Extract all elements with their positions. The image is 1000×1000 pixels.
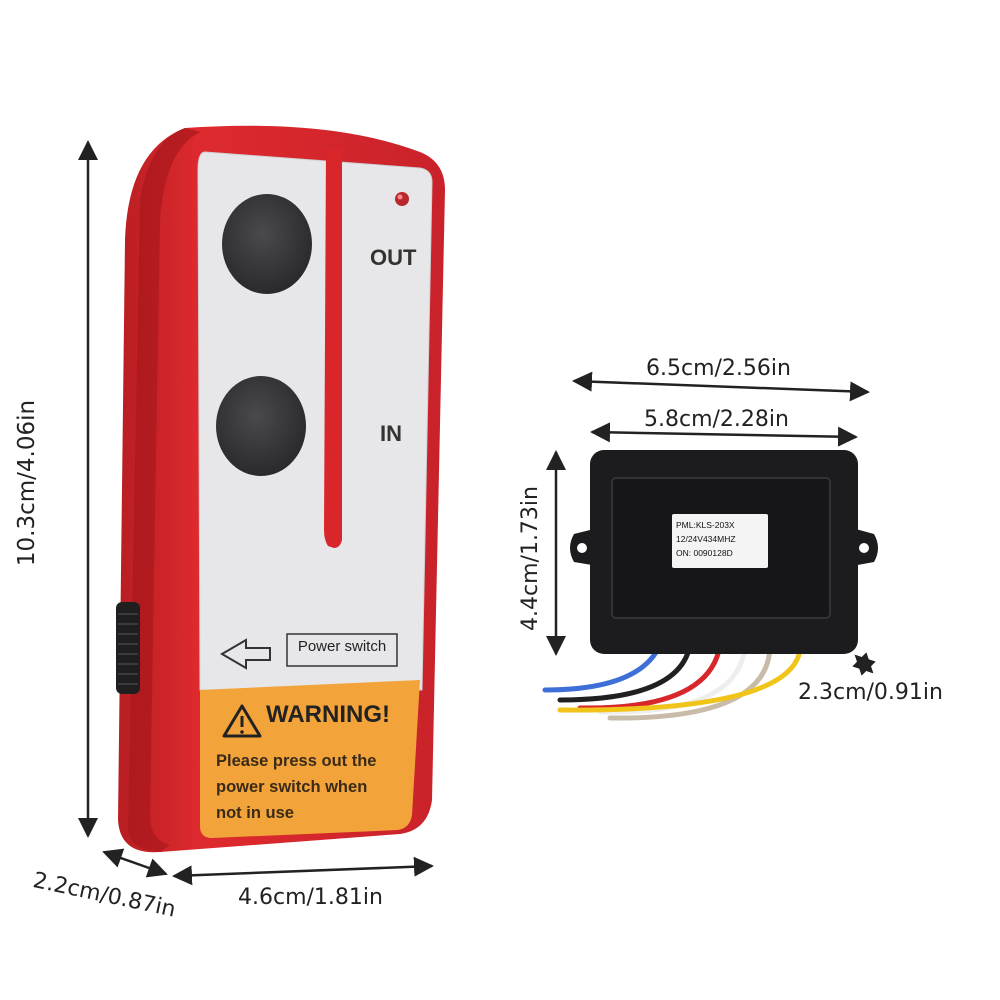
power-switch-label: Power switch — [297, 638, 387, 655]
receiver-depth-arrow — [852, 652, 876, 676]
receiver-code: ON: 0090128D — [676, 548, 733, 558]
remote-width-label: 4.6cm/1.81in — [238, 885, 383, 910]
in-label: IN — [380, 421, 402, 446]
warning-text: Please press out the power switch when n… — [216, 748, 406, 826]
receiver-inner-width-arrow — [590, 422, 858, 447]
out-label: OUT — [370, 245, 417, 270]
indicator-led — [395, 192, 409, 206]
remote-control — [116, 125, 445, 853]
receiver-model: PML:KLS-203X — [676, 520, 735, 530]
receiver-outer-width-label: 6.5cm/2.56in — [646, 356, 791, 381]
receiver-label — [672, 514, 768, 568]
receiver-inner-width-label: 5.8cm/2.28in — [644, 407, 789, 432]
out-button[interactable] — [222, 194, 312, 294]
power-switch-label-box — [286, 633, 398, 667]
remote-height-label: 10.3cm/4.06in — [14, 399, 41, 567]
receiver-height-label: 4.4cm/1.73in — [517, 486, 543, 631]
in-button[interactable] — [216, 376, 306, 476]
warning-line: not in use — [216, 804, 294, 822]
remote-width-arrow — [172, 856, 434, 886]
warning-icon — [222, 704, 262, 738]
receiver-voltage: 12/24V434MHZ — [676, 534, 736, 544]
receiver-outer-width-arrow — [572, 371, 870, 402]
warning-line: power switch when — [216, 778, 368, 796]
power-switch[interactable] — [116, 602, 140, 694]
remote-side — [128, 128, 200, 852]
dimension-lines — [78, 140, 876, 886]
receiver-box — [542, 450, 878, 721]
receiver-label-text: PML:KLS-203X 12/24V434MHZ ON: 0090128D — [676, 518, 766, 560]
warning-title: WARNING! — [266, 701, 390, 728]
receiver-depth-label: 2.3cm/0.91in — [798, 680, 943, 705]
remote-divider — [324, 148, 342, 548]
warning-line: Please press out the — [216, 752, 377, 770]
warning-panel — [200, 680, 420, 838]
receiver-wires — [542, 642, 803, 721]
remote-depth-arrow — [102, 848, 168, 878]
left-arrow-icon — [220, 638, 271, 670]
